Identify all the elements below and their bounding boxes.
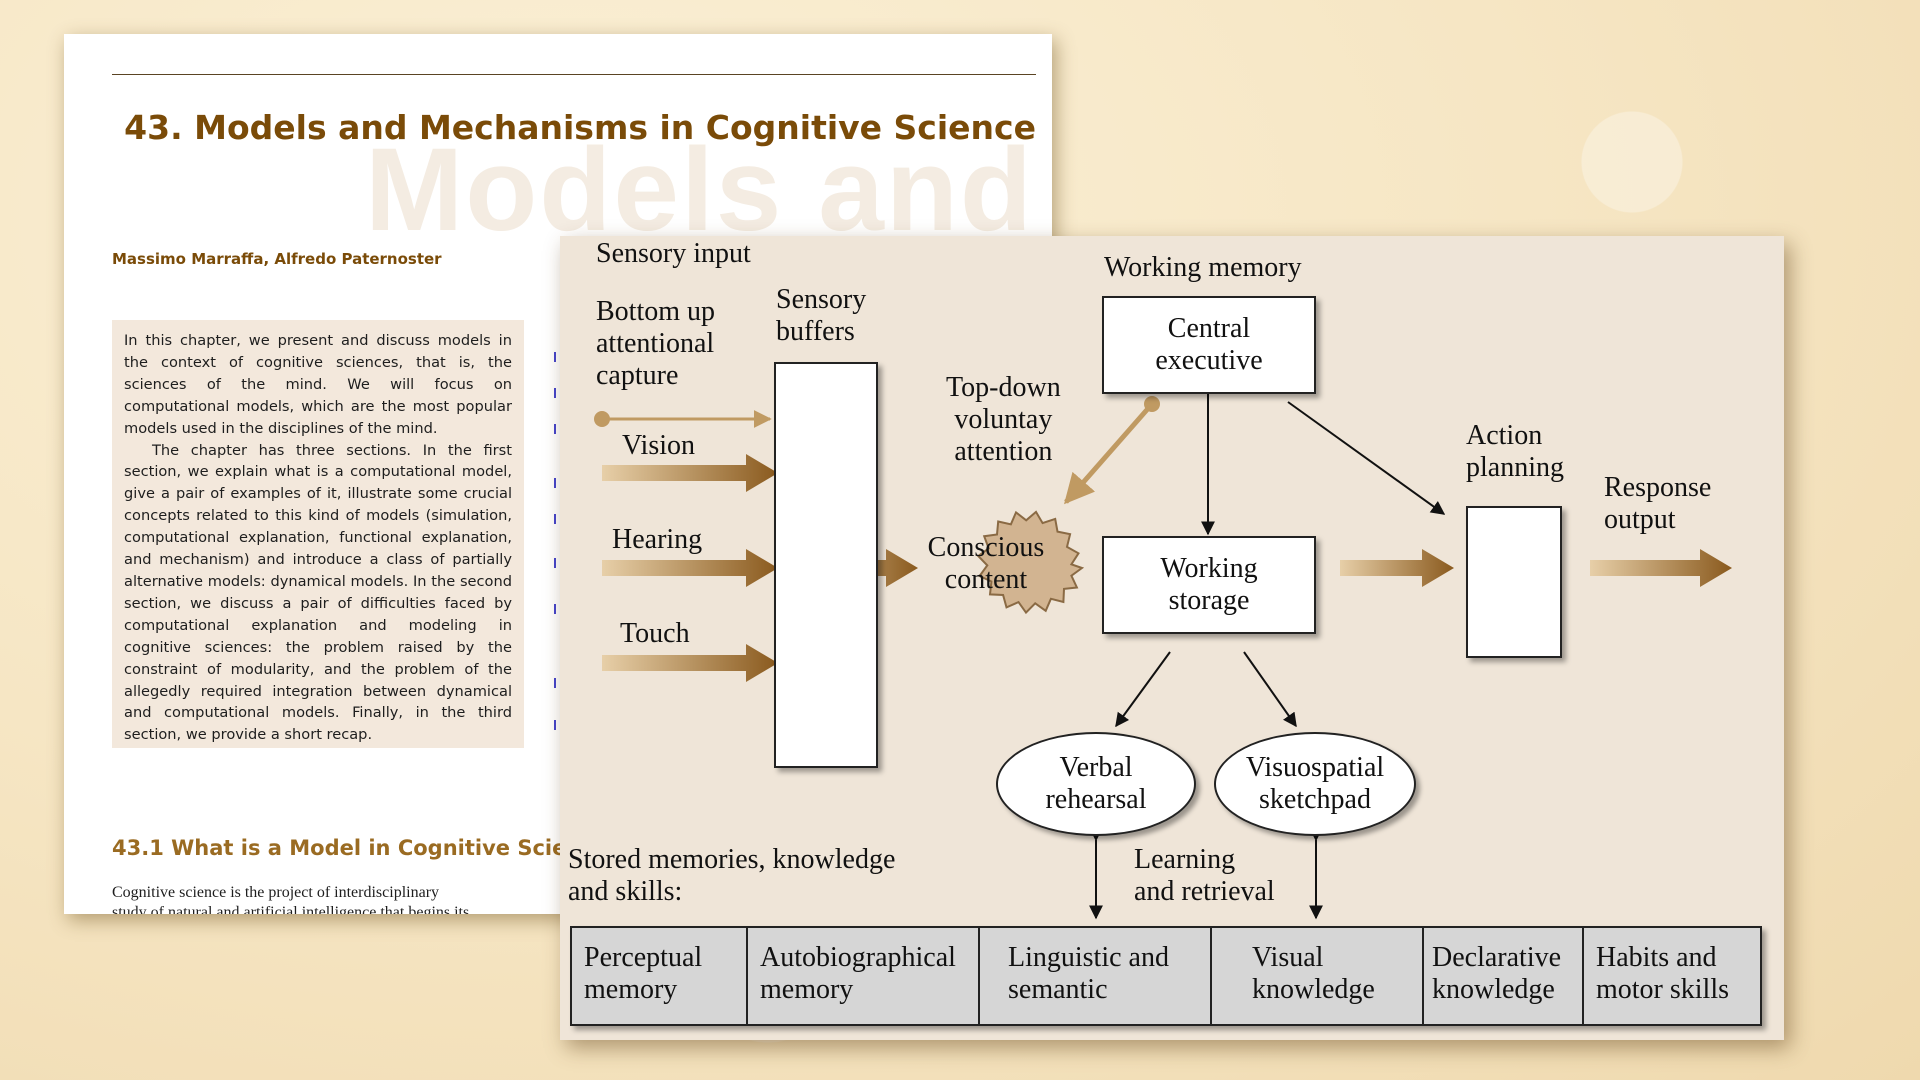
header-rule <box>112 74 1036 75</box>
storage-to-verbal-arrow <box>1115 651 1171 728</box>
body-text-line-2: study of natural and artificial intellig… <box>112 904 470 914</box>
authors: Massimo Marraffa, Alfredo Paternoster <box>112 250 442 268</box>
touch-label: Touch <box>620 618 690 649</box>
chapter-title: 43. Models and Mechanisms in Cognitive S… <box>124 108 1036 147</box>
touch-arrow <box>602 644 778 682</box>
section-heading: 43.1 What is a Model in Cognitive Scie <box>112 836 567 860</box>
bottom-up-arrow <box>594 410 772 428</box>
conscious-content-star <box>976 510 1085 615</box>
vision-label: Vision <box>622 430 695 461</box>
storage-to-visuospatial-arrow <box>1243 651 1297 728</box>
top-down-attention-arrow <box>1064 396 1160 505</box>
abstract-box: In this chapter, we present and discuss … <box>112 320 524 748</box>
hearing-label: Hearing <box>612 524 703 555</box>
working-memory-label: Working memory <box>1104 252 1302 283</box>
sensory-input-label: Sensory input <box>596 238 751 269</box>
body-text-line-1: Cognitive science is the project of inte… <box>112 884 440 901</box>
title-watermark: Models and <box>364 124 1034 256</box>
abstract-paragraph-2: The chapter has three sections. In the f… <box>124 441 512 744</box>
abstract-paragraph-1: In this chapter, we present and discuss … <box>124 332 512 437</box>
sensory-buffers-box <box>774 362 878 768</box>
hearing-arrow <box>602 549 778 587</box>
response-output-arrow <box>1590 549 1732 587</box>
storage-to-action-arrow <box>1340 549 1454 587</box>
executive-to-action-arrow <box>1287 401 1446 515</box>
action-planning-box <box>1466 506 1562 658</box>
vision-arrow <box>602 454 778 492</box>
